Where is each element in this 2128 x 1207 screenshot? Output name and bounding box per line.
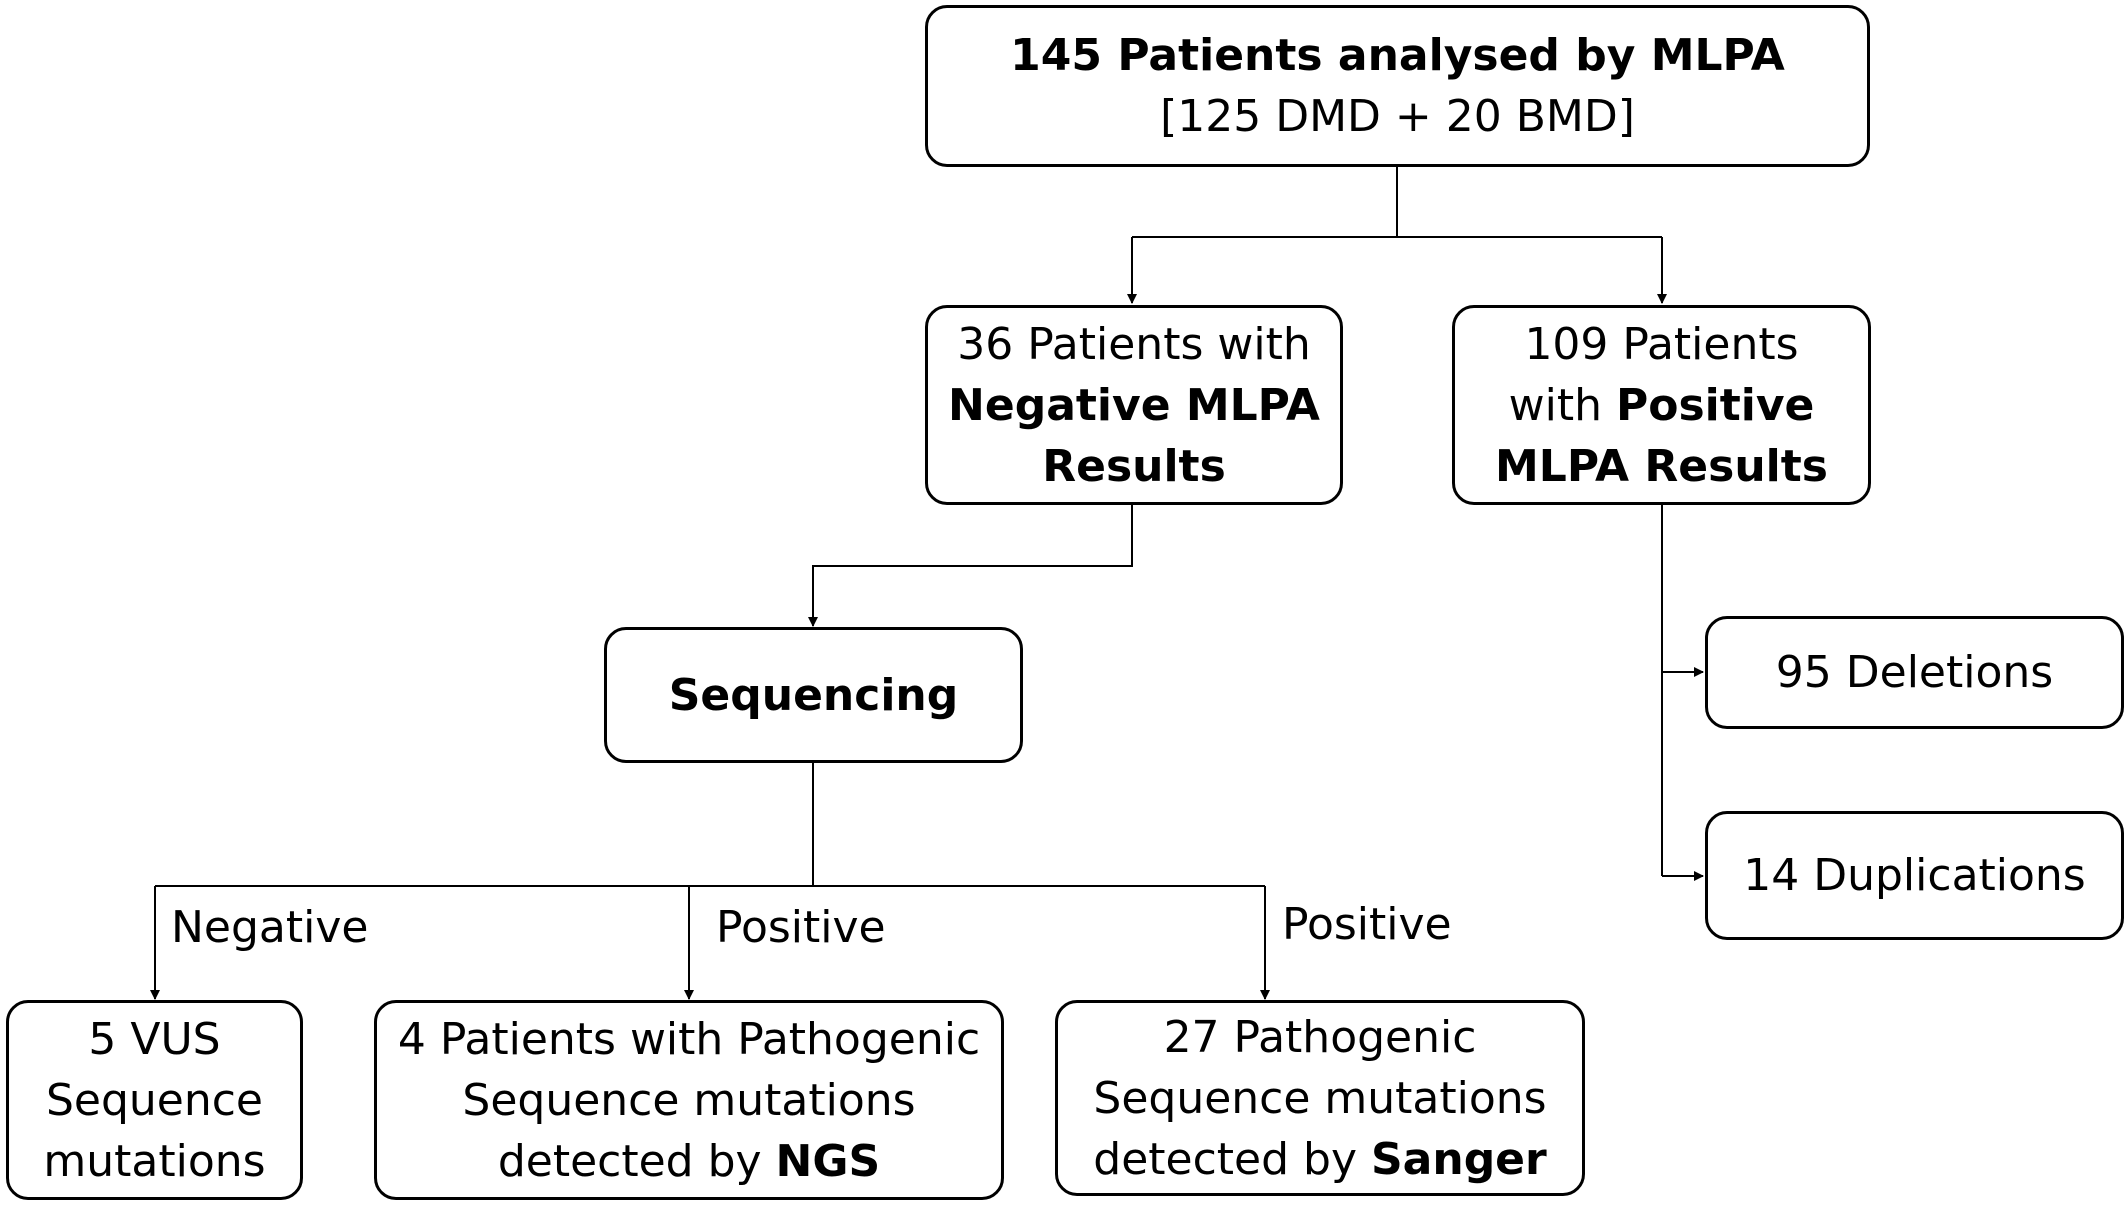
- node-ngs-line2: Sequence mutations: [462, 1074, 916, 1126]
- node-duplications-label: 14 Duplications: [1743, 850, 2086, 901]
- node-ngs-line1: 4 Patients with Pathogenic: [397, 1013, 981, 1065]
- node-sanger: 27 Pathogenic Sequence mutations detecte…: [1055, 1000, 1585, 1196]
- node-positive-mlpa-line3: MLPA Results: [1495, 440, 1828, 492]
- node-vus-line1: 5 VUS: [88, 1013, 221, 1065]
- node-root: 145 Patients analysed by MLPA [125 DMD +…: [925, 5, 1870, 167]
- node-sanger-line3: detected by Sanger: [1093, 1133, 1547, 1185]
- node-ngs: 4 Patients with Pathogenic Sequence muta…: [374, 1000, 1004, 1200]
- node-duplications: 14 Duplications: [1705, 811, 2124, 940]
- edge-label-positive-sanger: Positive: [1282, 899, 1452, 950]
- node-ngs-line3: detected by NGS: [497, 1135, 881, 1187]
- node-sanger-line1: 27 Pathogenic: [1163, 1011, 1477, 1063]
- node-sequencing: Sequencing: [604, 627, 1023, 763]
- node-negative-mlpa-line3: Results: [1042, 440, 1226, 492]
- node-sanger-line2: Sequence mutations: [1093, 1072, 1547, 1124]
- node-positive-mlpa-line1: 109 Patients: [1524, 318, 1799, 370]
- node-negative-mlpa: 36 Patients with Negative MLPA Results: [925, 305, 1343, 505]
- node-positive-mlpa-line2: with Positive: [1508, 379, 1815, 431]
- edge-label-negative: Negative: [171, 902, 369, 953]
- node-deletions: 95 Deletions: [1705, 616, 2124, 729]
- node-root-subtitle: [125 DMD + 20 BMD]: [1160, 91, 1635, 142]
- node-negative-mlpa-line1: 36 Patients with: [957, 318, 1311, 370]
- node-root-title: 145 Patients analysed by MLPA: [1010, 30, 1785, 81]
- node-vus-line3: mutations: [43, 1135, 266, 1187]
- node-negative-mlpa-line2: Negative MLPA: [948, 379, 1320, 431]
- node-vus: 5 VUS Sequence mutations: [6, 1000, 303, 1200]
- node-sequencing-label: Sequencing: [668, 669, 959, 721]
- node-deletions-label: 95 Deletions: [1775, 647, 2054, 698]
- edge-label-positive-ngs: Positive: [716, 902, 886, 953]
- edge-negative-to-sequencing: [808, 505, 1133, 627]
- node-vus-line2: Sequence: [45, 1074, 264, 1126]
- node-positive-mlpa: 109 Patients with Positive MLPA Results: [1452, 305, 1871, 505]
